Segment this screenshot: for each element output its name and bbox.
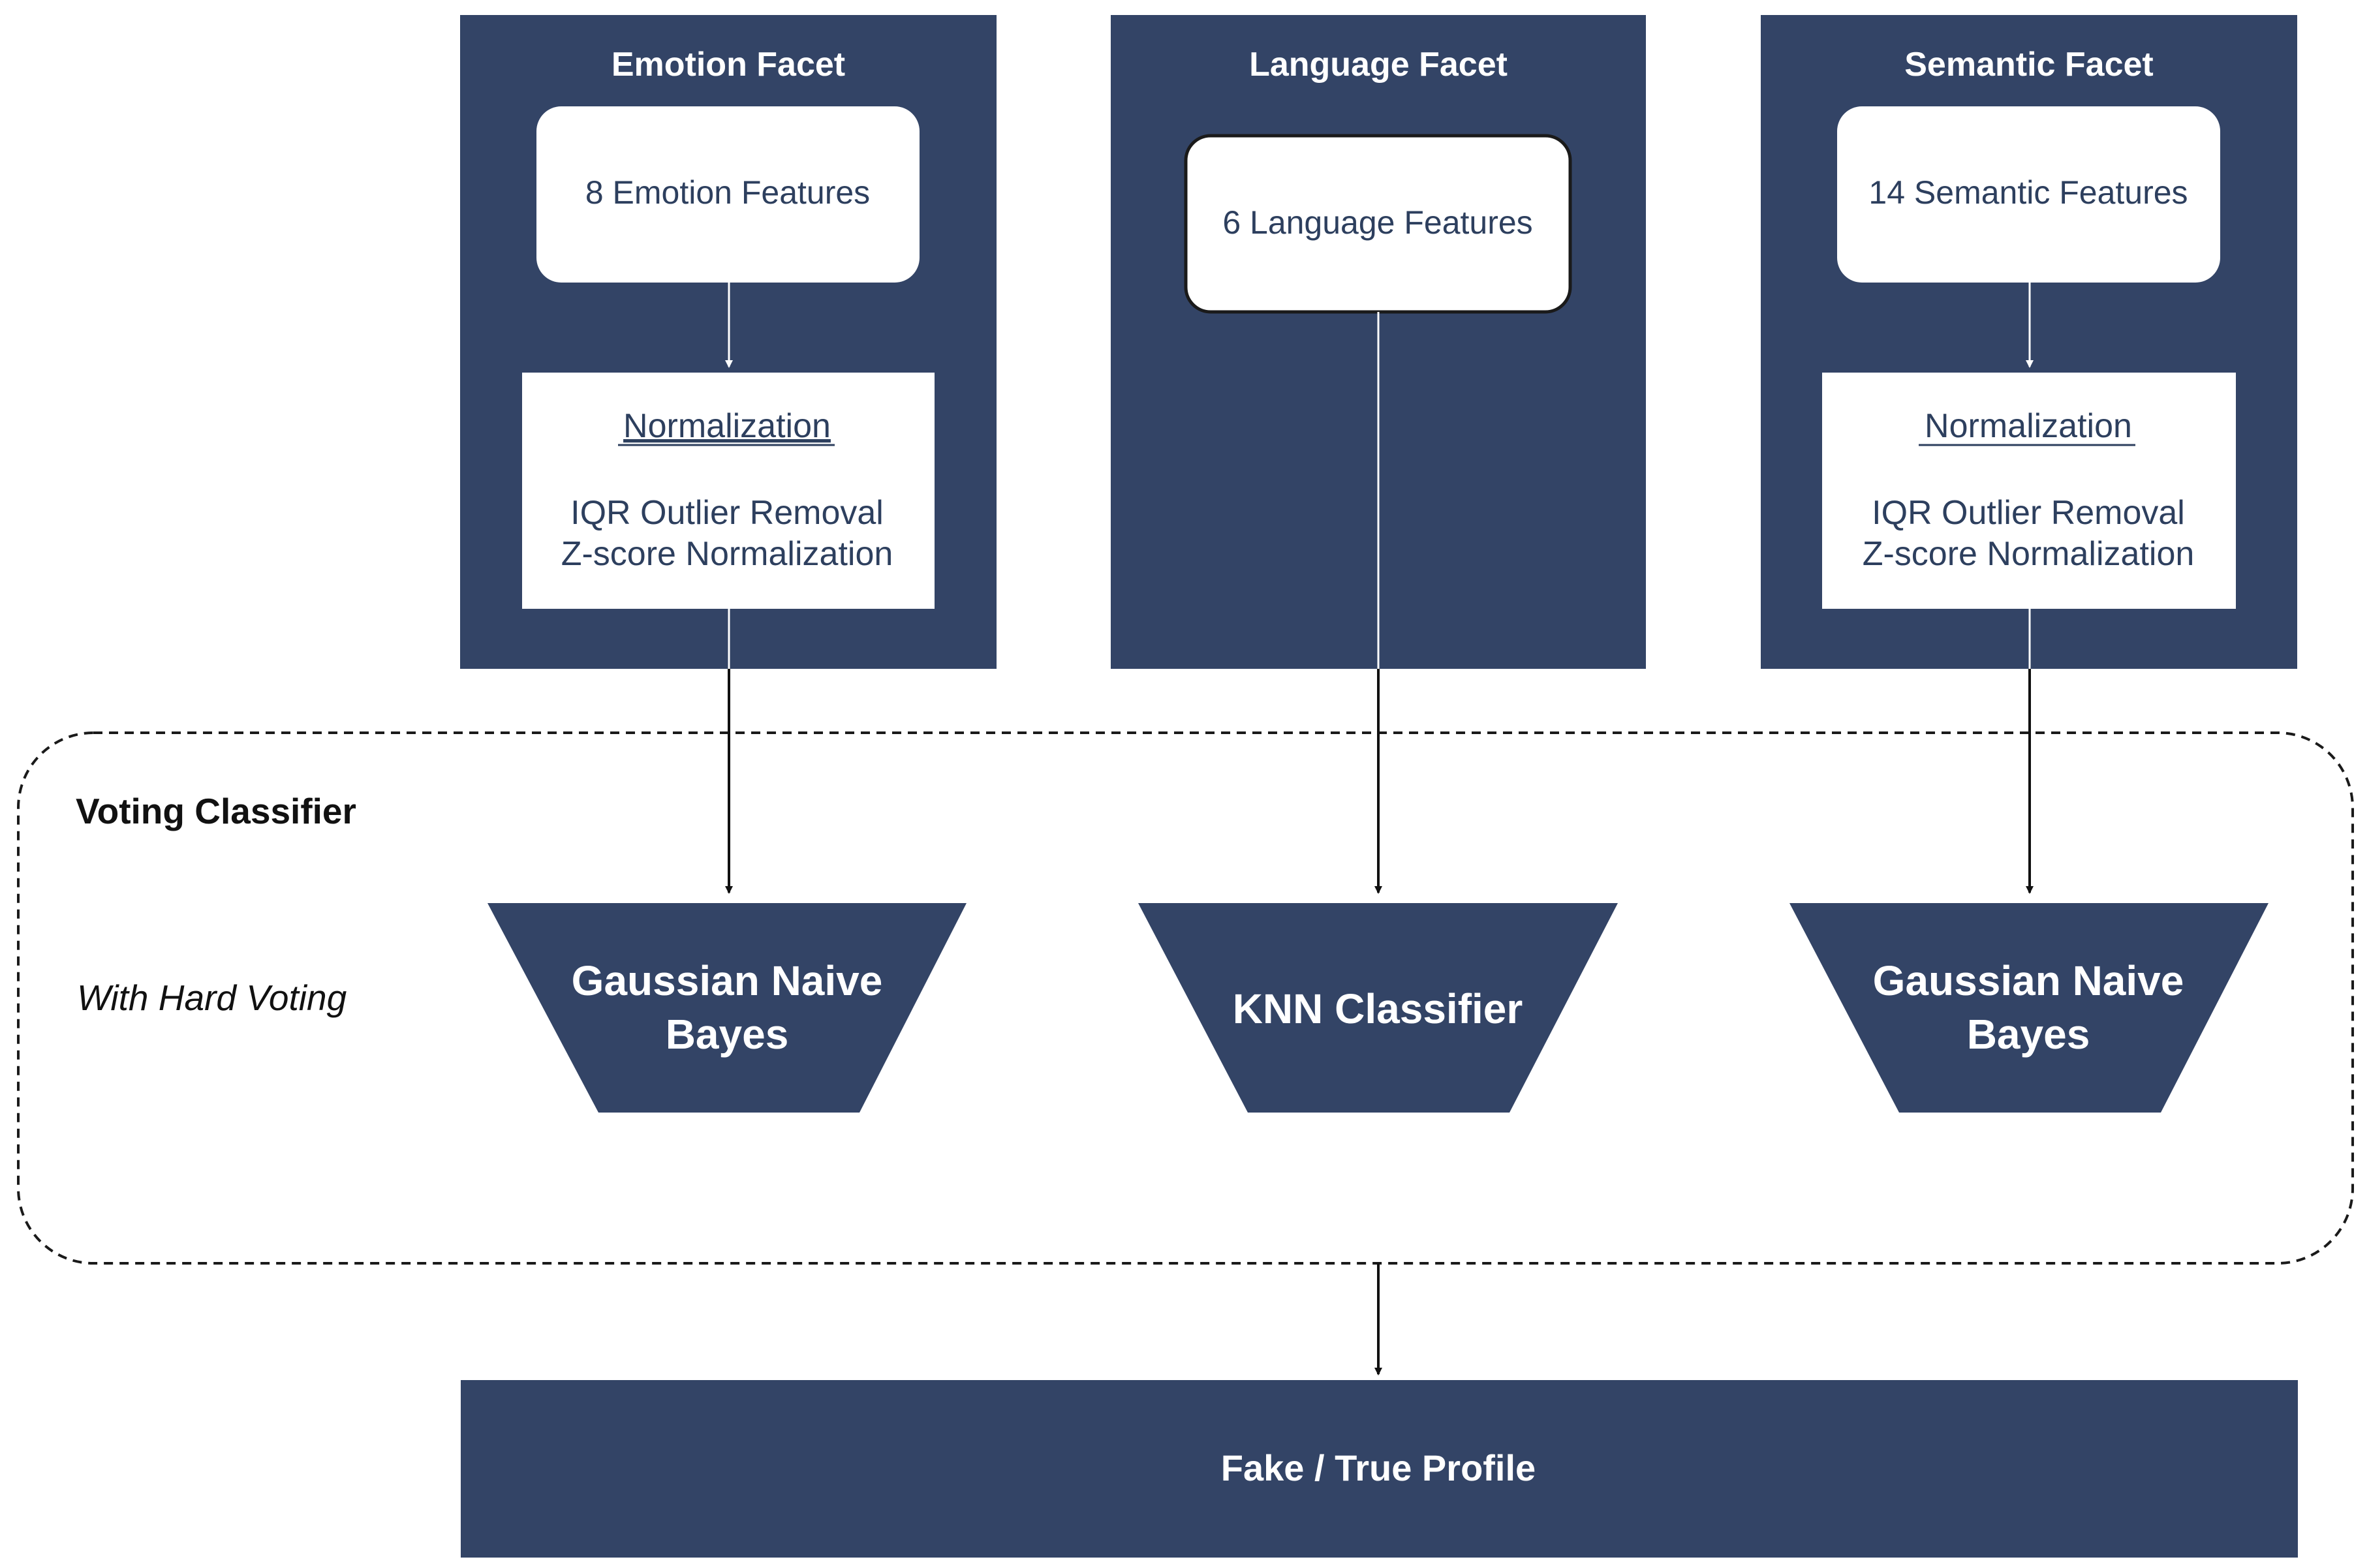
output-box: Fake / True Profile: [461, 1380, 2298, 1558]
emotion-classifier-label-line-1: Gaussian Naive: [572, 957, 883, 1004]
emotion-classifier-label-line-2: Bayes: [666, 1011, 789, 1058]
semantic-classifier-label-line-2: Bayes: [1967, 1011, 2090, 1058]
emotion-normalization-step-1: IQR Outlier Removal: [570, 494, 884, 532]
voting-classifier-title: Voting Classifier: [76, 791, 356, 831]
emotion-classifier-node: Gaussian Naive Bayes: [488, 903, 967, 1113]
emotion-facet-title: Emotion Facet: [612, 46, 845, 84]
semantic-facet-title: Semantic Facet: [1904, 46, 2154, 84]
emotion-normalization-heading: Normalization: [623, 407, 831, 445]
emotion-features-box: 8 Emotion Features: [536, 106, 920, 283]
semantic-classifier-label-line-1: Gaussian Naive: [1873, 957, 2184, 1004]
emotion-features-label: 8 Emotion Features: [585, 174, 870, 211]
semantic-normalization-step-1: IQR Outlier Removal: [1872, 494, 2185, 532]
emotion-normalization-step-2: Z-score Normalization: [561, 535, 893, 573]
language-features-box: 6 Language Features: [1184, 134, 1572, 314]
language-features-label: 6 Language Features: [1222, 204, 1532, 241]
semantic-features-label: 14 Semantic Features: [1868, 174, 2188, 211]
semantic-normalization-box: Normalization IQR Outlier Removal Z-scor…: [1822, 373, 2236, 609]
language-classifier-label: KNN Classifier: [1233, 985, 1523, 1032]
emotion-normalization-box: Normalization IQR Outlier Removal Z-scor…: [522, 373, 935, 609]
semantic-normalization-step-2: Z-score Normalization: [1863, 535, 2195, 573]
output-label: Fake / True Profile: [1221, 1447, 1536, 1488]
voting-classifier-region: Voting Classifier With Hard Voting: [17, 731, 2354, 1265]
voting-mode-label: With Hard Voting: [77, 977, 347, 1018]
semantic-normalization-heading: Normalization: [1925, 407, 2132, 445]
language-facet-title: Language Facet: [1249, 46, 1508, 84]
semantic-features-box: 14 Semantic Features: [1837, 106, 2220, 283]
semantic-classifier-node: Gaussian Naive Bayes: [1789, 903, 2268, 1113]
language-classifier-node: KNN Classifier: [1138, 903, 1618, 1113]
